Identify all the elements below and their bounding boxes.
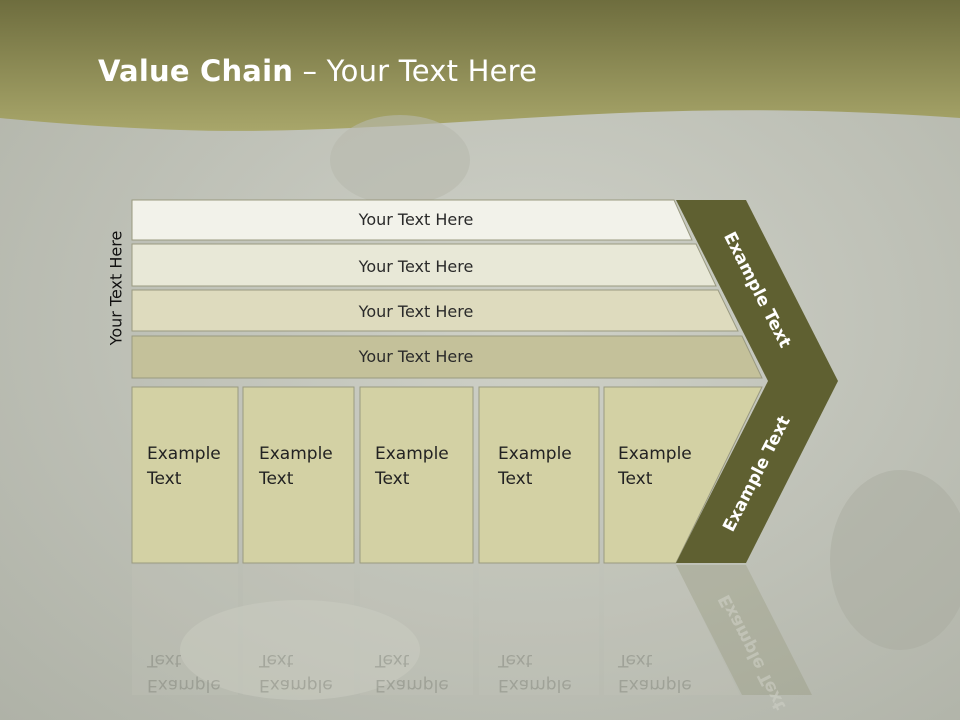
column-line2: Text <box>258 469 294 489</box>
column-line2: Text <box>146 469 182 489</box>
column-box <box>242 386 355 564</box>
column-line2: Text <box>374 469 410 489</box>
svg-text:Example: Example <box>259 444 333 464</box>
bar-shape <box>131 335 763 379</box>
bar-label: Your Text Here <box>358 302 474 321</box>
support-bar-2: Your Text Here <box>131 243 717 287</box>
svg-text:Example: Example <box>498 444 572 464</box>
bar-shape <box>131 243 717 287</box>
svg-text:Example: Example <box>147 444 221 464</box>
column-box <box>131 386 239 564</box>
column-line1: Example <box>498 444 572 464</box>
reflection-line1: Example <box>375 675 449 695</box>
column-line1: Example <box>618 444 692 464</box>
reflection-line1: Example <box>147 675 221 695</box>
reflection-line2: Text <box>497 650 533 670</box>
primary-column-3: Example Text <box>359 386 474 564</box>
support-bar-3: Your Text Here <box>131 289 739 332</box>
svg-text:Text: Text <box>497 469 533 489</box>
primary-column-1: Example Text <box>131 386 239 564</box>
support-bar-4: Your Text Here <box>131 335 763 379</box>
support-bar-1: Your Text Here <box>131 199 693 241</box>
svg-text:Text: Text <box>258 469 294 489</box>
column-line1: Example <box>147 444 221 464</box>
margin-chevron: Example Text Example Text <box>676 200 838 563</box>
svg-text:Text: Text <box>374 469 410 489</box>
bar-shape <box>131 289 739 332</box>
bar-shape <box>131 199 693 241</box>
diagram-reflection: Text Example Text Example Text Example T… <box>132 565 812 713</box>
reflection-line2: Text <box>258 650 294 670</box>
bar-label: Your Text Here <box>358 257 474 276</box>
reflection-line2: Text <box>617 650 653 670</box>
chevron-lower <box>676 381 838 563</box>
reflection-line1: Example <box>498 675 572 695</box>
svg-text:Example: Example <box>375 444 449 464</box>
reflection-line1: Example <box>259 675 333 695</box>
primary-column-4: Example Text <box>478 386 600 564</box>
column-line2: Text <box>497 469 533 489</box>
reflection-line1: Example <box>618 675 692 695</box>
svg-text:Text: Text <box>617 469 653 489</box>
column-line1: Example <box>259 444 333 464</box>
reflection-line2: Text <box>146 650 182 670</box>
primary-column-2: Example Text <box>242 386 355 564</box>
header-band <box>0 0 960 131</box>
title-rest: – Your Text Here <box>293 54 538 88</box>
bar-label: Your Text Here <box>358 347 474 366</box>
column-box <box>478 386 600 564</box>
column-line2: Text <box>617 469 653 489</box>
title-bold: Value Chain <box>98 54 294 88</box>
bar-label: Your Text Here <box>358 210 474 229</box>
reflection-line2: Text <box>374 650 410 670</box>
column-box <box>359 386 474 564</box>
slide-title: Value Chain – Your Text Here <box>98 54 537 88</box>
svg-text:Text: Text <box>146 469 182 489</box>
chevron-upper <box>676 200 838 381</box>
column-line1: Example <box>375 444 449 464</box>
svg-text:Example: Example <box>618 444 692 464</box>
